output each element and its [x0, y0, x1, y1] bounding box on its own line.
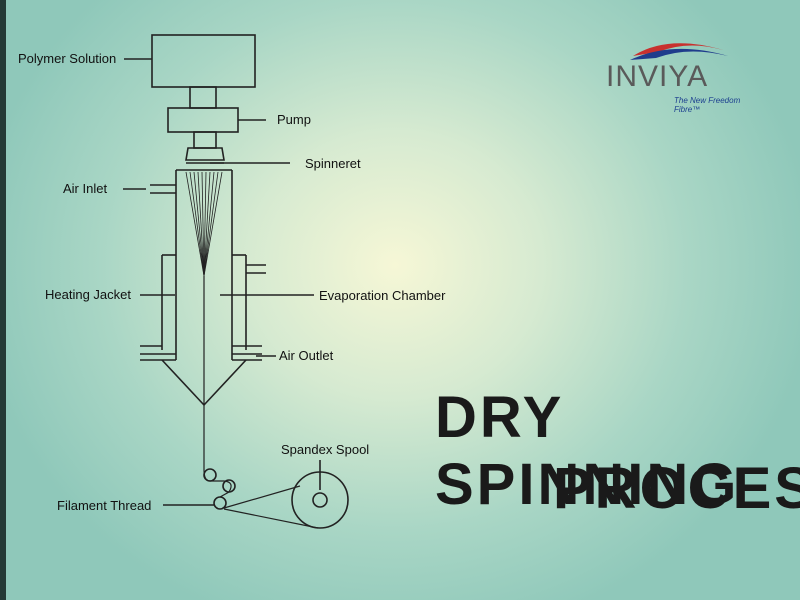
label-air-inlet: Air Inlet — [63, 181, 108, 196]
title-line-2: PROCESS — [553, 456, 800, 521]
pump-body — [167, 107, 239, 133]
label-spandex-spool: Spandex Spool — [281, 442, 370, 457]
cone-left — [161, 359, 205, 406]
logo-swoosh-icon — [630, 43, 728, 60]
feed-pipe — [193, 131, 217, 149]
polymer-tank — [151, 34, 256, 88]
label-filament-thread: Filament Thread — [57, 498, 152, 513]
label-pump: Pump — [277, 112, 311, 127]
label-evaporation-chamber: Evaporation Chamber — [319, 288, 446, 303]
label-spinneret: Spinneret — [305, 156, 361, 171]
label-heating-jacket: Heating Jacket — [45, 287, 131, 302]
inviya-logo: INVIYA The New Freedom Fibre™ — [598, 38, 768, 114]
spool-core — [312, 492, 328, 508]
filament-fan — [185, 171, 223, 277]
left-frame-edge — [0, 0, 6, 600]
tank-neck — [189, 86, 217, 109]
brand-name: INVIYA — [606, 60, 709, 93]
spinneret-head — [185, 147, 225, 161]
thread-to-spool-top — [223, 485, 301, 509]
thread-path — [203, 469, 232, 498]
title-line-1: DRY SPINNING — [435, 385, 740, 517]
brand-tagline: The New Freedom Fibre™ — [674, 96, 741, 114]
label-air-outlet: Air Outlet — [279, 348, 334, 363]
cone-right — [203, 359, 247, 406]
roller-bottom — [213, 496, 227, 510]
label-polymer-solution: Polymer Solution — [18, 51, 117, 66]
thread-to-spool-bottom — [223, 508, 319, 529]
